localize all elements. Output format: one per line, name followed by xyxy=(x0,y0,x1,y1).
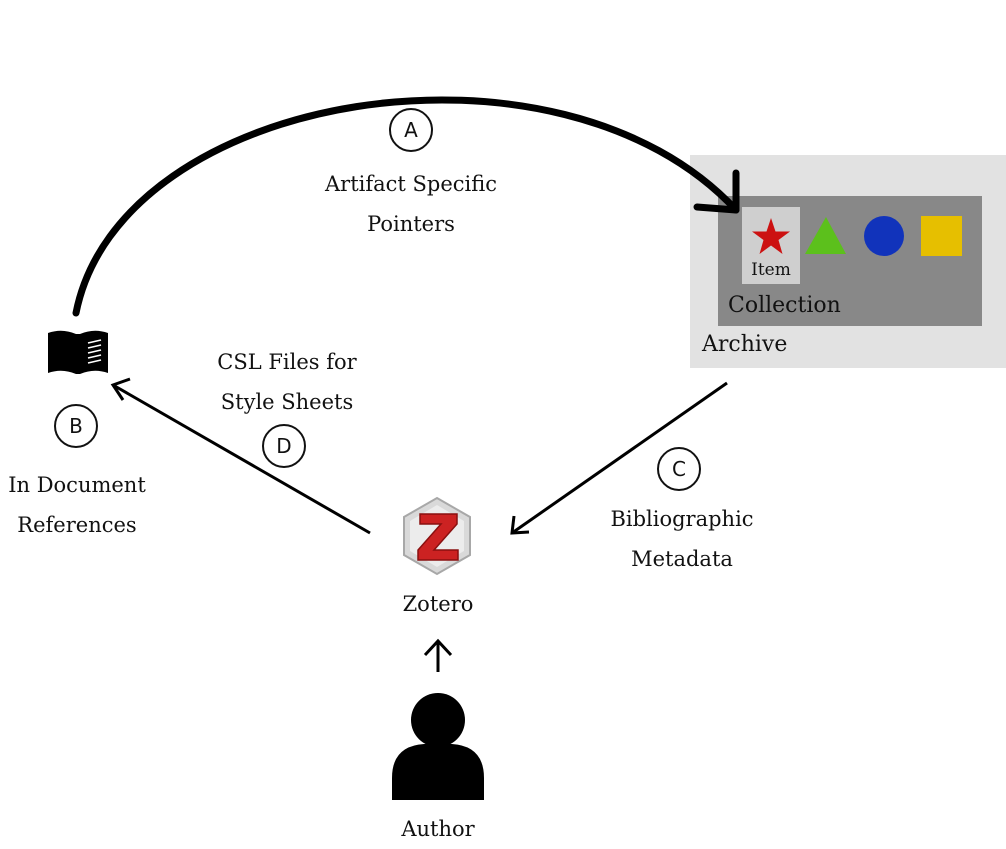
pointer-arc-arrowhead xyxy=(693,169,740,214)
csl-arrowhead xyxy=(110,377,131,401)
pointers-label-line1: Artifact Specific xyxy=(324,172,498,196)
metadata-label-line1: Bibliographic xyxy=(610,507,754,531)
archive-label: Archive xyxy=(702,332,788,357)
zotero-label: Zotero xyxy=(402,592,474,616)
pointer-arc xyxy=(72,96,740,317)
pointers-label: Artifact Specific Pointers xyxy=(300,164,522,244)
author-arrowhead xyxy=(423,638,453,657)
marker-a: A xyxy=(389,108,433,152)
triangle-icon xyxy=(805,217,846,254)
metadata-label: Bibliographic Metadata xyxy=(590,499,774,579)
references-label: In Document References xyxy=(0,465,154,545)
star-icon xyxy=(752,218,790,254)
metadata-label-line2: Metadata xyxy=(631,547,733,571)
marker-d: D xyxy=(262,424,306,468)
author-label: Author xyxy=(401,817,475,841)
circle-icon xyxy=(864,216,904,256)
zotero-logo-icon xyxy=(403,496,471,576)
csl-label: CSL Files for Style Sheets xyxy=(192,342,382,422)
references-label-line2: References xyxy=(17,513,137,537)
marker-b: B xyxy=(54,404,98,448)
book-icon xyxy=(48,330,108,374)
pointers-label-line2: Pointers xyxy=(367,212,455,236)
metadata-arrow xyxy=(511,381,728,535)
csl-label-line1: CSL Files for xyxy=(217,350,357,374)
square-icon xyxy=(921,216,962,256)
metadata-arrowhead xyxy=(510,515,530,535)
csl-arrow xyxy=(112,383,371,535)
collection-label: Collection xyxy=(728,293,841,318)
references-label-line1: In Document xyxy=(8,473,146,497)
marker-c: C xyxy=(657,447,701,491)
item-label: Item xyxy=(751,260,791,280)
csl-label-line2: Style Sheets xyxy=(220,390,354,414)
person-icon xyxy=(392,693,484,800)
